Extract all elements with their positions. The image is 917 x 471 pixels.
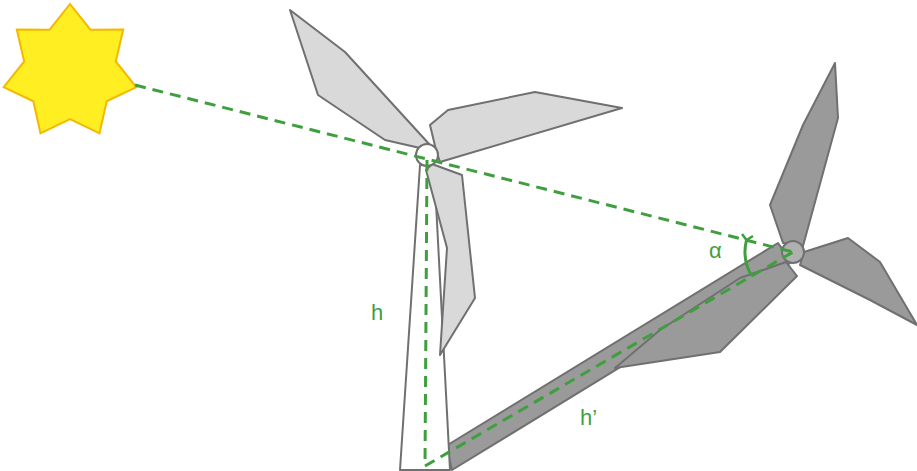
blade bbox=[290, 10, 430, 148]
shadow-hub bbox=[782, 241, 804, 263]
dimension-label: h bbox=[371, 302, 383, 324]
sun bbox=[4, 4, 137, 133]
blade bbox=[426, 164, 475, 355]
sun-star bbox=[4, 4, 137, 133]
construction-lines bbox=[135, 85, 793, 466]
shadow-blade bbox=[615, 262, 797, 368]
sun-ray bbox=[135, 85, 793, 252]
dimension-label: h’ bbox=[580, 407, 597, 429]
angle-tick bbox=[742, 234, 753, 240]
height-line bbox=[425, 160, 427, 466]
standing-turbine bbox=[290, 10, 622, 470]
shadow-line bbox=[425, 252, 793, 466]
angle-arc bbox=[745, 240, 752, 276]
blade bbox=[430, 92, 622, 162]
dimension-label: α bbox=[709, 240, 722, 262]
shadow-blade bbox=[800, 238, 917, 325]
shadow-blade bbox=[770, 63, 838, 246]
